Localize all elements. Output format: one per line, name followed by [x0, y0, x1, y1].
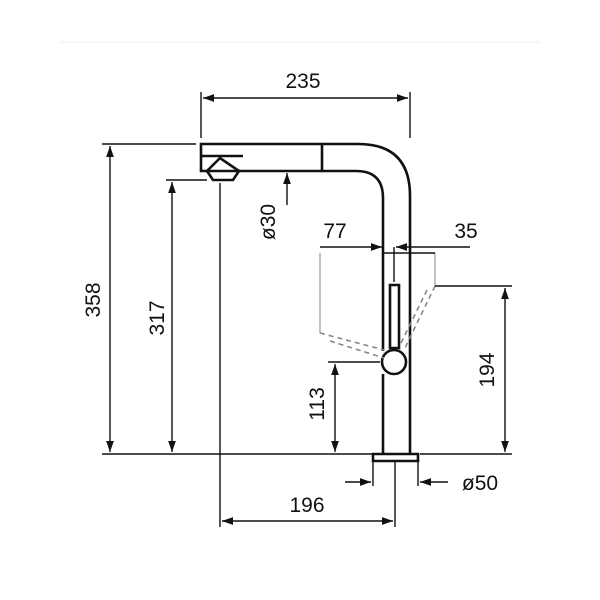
dimension-total-width: 235 — [200, 70, 411, 138]
label-total-width: 235 — [285, 70, 320, 93]
dimension-base-to-lever: 113 — [306, 361, 380, 452]
lever-knob — [380, 348, 408, 376]
faucet-body — [199, 142, 420, 463]
label-base-to-lever: 113 — [306, 387, 329, 420]
dimension-lever-width: 35 — [384, 220, 478, 282]
label-lever-height: 194 — [476, 352, 499, 387]
dimension-spout-reach: 196 — [219, 183, 396, 527]
lever-handle — [388, 283, 401, 350]
dimension-spout-height: 317 — [146, 179, 207, 452]
spray-nozzle — [205, 156, 241, 182]
lever-swing-right-b — [399, 289, 428, 346]
lever-swing-left-a — [319, 332, 385, 351]
label-base-diameter: ø50 — [462, 472, 498, 495]
dimension-lever-height: 194 — [420, 285, 512, 455]
label-spray-diameter: ø30 — [257, 204, 280, 240]
label-lever-offset: 77 — [323, 220, 346, 243]
lever-swing-left-b — [329, 340, 385, 359]
dimension-spray-diameter: ø30 — [257, 173, 291, 240]
lever-swing-right-a — [403, 285, 436, 351]
dimension-total-height: 358 — [82, 143, 372, 455]
spout-outer — [322, 142, 412, 454]
dimension-base-diameter: ø50 — [345, 461, 498, 495]
label-spout-reach: 196 — [289, 494, 324, 517]
base-plate — [371, 452, 420, 463]
dimension-lever-offset: 77 — [320, 220, 382, 251]
spout-inner — [322, 169, 385, 351]
label-lever-width: 35 — [454, 220, 477, 243]
label-total-height: 358 — [82, 282, 105, 317]
label-spout-height: 317 — [146, 300, 169, 335]
lever-positions — [319, 253, 436, 359]
